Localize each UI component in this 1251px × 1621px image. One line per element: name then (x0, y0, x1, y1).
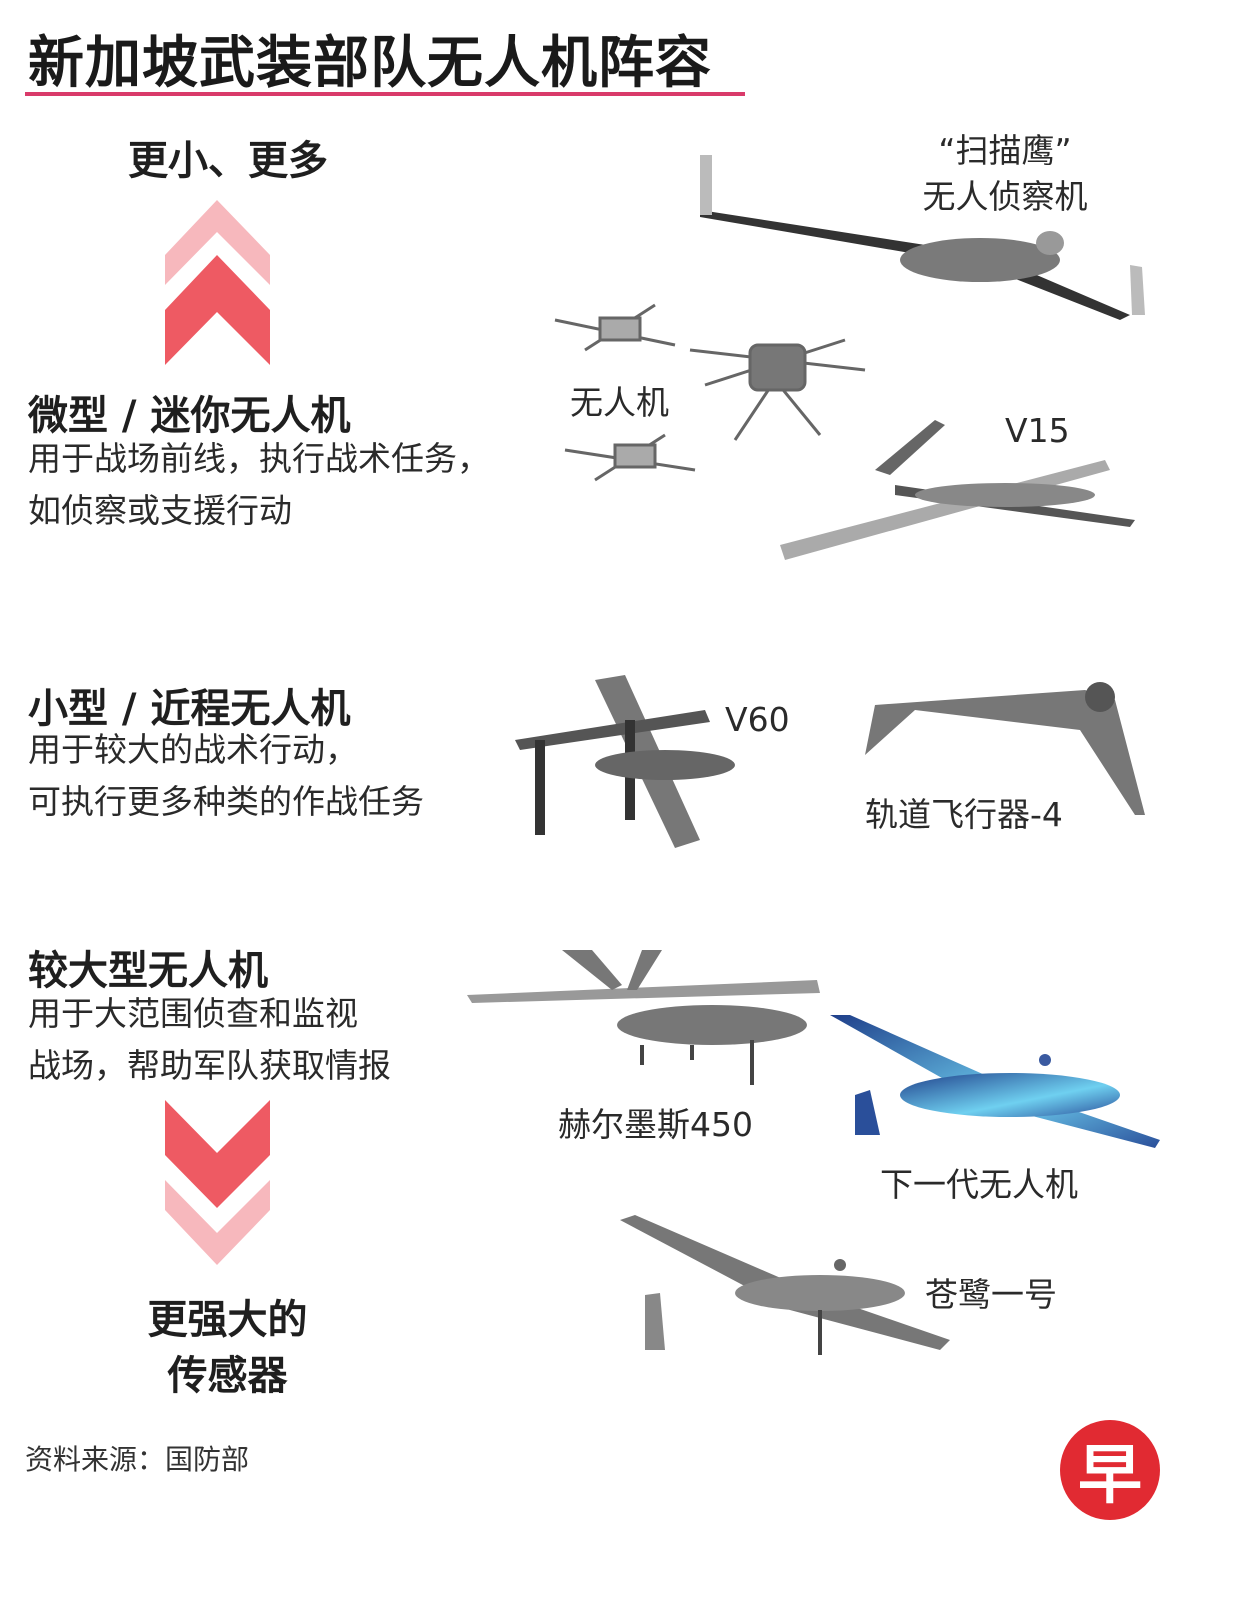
scaneagle-drone-icon (700, 155, 1145, 320)
desc-line: 战场，帮助军队获取情报 (28, 1046, 391, 1085)
quadcopter-drone-icon (554, 303, 866, 482)
desc-line: 用于较大的战术行动， (28, 730, 358, 769)
desc-line: 用于战场前线，执行战术任务， (28, 439, 490, 478)
title-underline (25, 92, 745, 96)
v60-drone-icon (515, 675, 735, 848)
desc-line: 如侦察或支援行动 (28, 491, 292, 530)
scaneagle-label: “扫描鹰” 无人侦察机 (900, 128, 1110, 220)
orbiter-drone-icon (865, 682, 1145, 815)
quadcopter-label: 无人机 (570, 383, 669, 422)
v15-drone-icon (780, 420, 1135, 560)
orbiter-label: 轨道飞行器-4 (865, 795, 1063, 834)
section-heading-micro: 微型 / 迷你无人机 (28, 393, 351, 439)
desc-line: 用于大范围侦查和监视 (28, 994, 358, 1033)
hermes-drone-icon (467, 950, 820, 1085)
heron-drone-icon (620, 1215, 950, 1355)
section-desc-large: 用于大范围侦查和监视 战场，帮助军队获取情报 (28, 988, 391, 1092)
bottom-label-line: 传感器 (167, 1353, 288, 1399)
nextgen-drone-icon (830, 1015, 1160, 1148)
zaobao-logo: 早 (1060, 1420, 1160, 1520)
section-heading-small: 小型 / 近程无人机 (28, 686, 351, 732)
source-note: 资料来源：国防部 (25, 1443, 250, 1476)
nextgen-label: 下一代无人机 (880, 1165, 1078, 1204)
page-title: 新加坡武装部队无人机阵容 (28, 31, 712, 96)
desc-line: 可执行更多种类的作战任务 (28, 782, 424, 821)
bottom-label: 更强大的 传感器 (100, 1292, 355, 1404)
section-desc-micro: 用于战场前线，执行战术任务， 如侦察或支援行动 (28, 433, 490, 537)
up-arrow-icon (165, 200, 270, 365)
section-heading-large: 较大型无人机 (28, 948, 268, 994)
v15-label: V15 (1005, 411, 1070, 450)
heron-label: 苍鹭一号 (925, 1275, 1057, 1314)
hermes-label: 赫尔墨斯450 (558, 1105, 753, 1144)
v60-label: V60 (725, 700, 790, 739)
top-label: 更小、更多 (128, 138, 328, 184)
bottom-label-line: 更强大的 (147, 1297, 308, 1343)
label-line: 无人侦察机 (922, 177, 1088, 216)
down-arrow-icon (165, 1100, 270, 1265)
label-line: “扫描鹰” (938, 131, 1072, 170)
section-desc-small: 用于较大的战术行动， 可执行更多种类的作战任务 (28, 724, 424, 828)
